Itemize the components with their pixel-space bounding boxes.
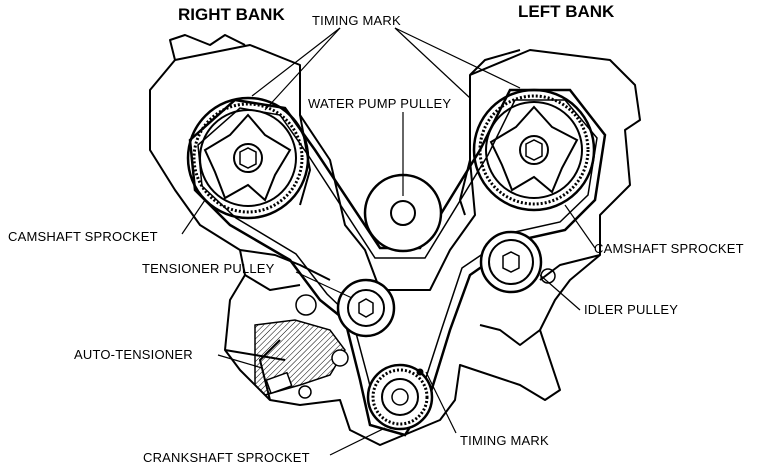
timing-mark-top-label: TIMING MARK	[312, 13, 401, 28]
water-pump-pulley-label: WATER PUMP PULLEY	[308, 96, 452, 111]
leader-lines	[181, 27, 596, 456]
timing-mark-bottom-label: TIMING MARK	[460, 433, 549, 448]
camshaft-sprocket-left-bank	[472, 88, 596, 212]
camshaft-sprocket-left-label: CAMSHAFT SPROCKET	[8, 229, 158, 244]
idler-pulley-label: IDLER PULLEY	[584, 302, 679, 317]
camshaft-sprocket-right-bank	[186, 96, 310, 220]
camshaft-sprocket-right-label: CAMSHAFT SPROCKET	[594, 241, 744, 256]
left-bank-heading: LEFT BANK	[518, 2, 615, 21]
tensioner-pulley-label: TENSIONER PULLEY	[142, 261, 275, 276]
crankshaft-sprocket-label: CRANKSHAFT SPROCKET	[143, 450, 310, 465]
auto-tensioner-body	[254, 319, 346, 396]
idler-pulley	[479, 230, 556, 294]
right-bank-heading: RIGHT BANK	[178, 5, 285, 24]
tensioner-pulley	[295, 278, 396, 399]
auto-tensioner-label: AUTO-TENSIONER	[74, 347, 193, 362]
crankshaft-sprocket	[366, 363, 434, 431]
